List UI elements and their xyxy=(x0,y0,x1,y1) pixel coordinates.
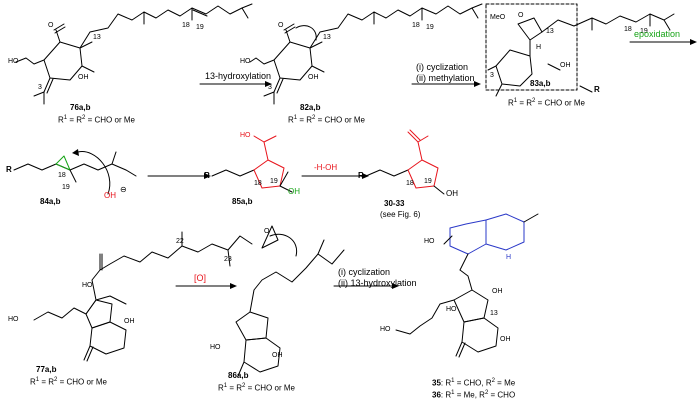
o-label-76: O xyxy=(48,22,54,29)
oh-label-30-33: OH xyxy=(446,189,458,198)
oxidation-arrow xyxy=(175,283,237,289)
n19-label-83: 19 xyxy=(640,28,648,35)
reaction-arrow-row2-a xyxy=(147,173,211,179)
n18-label-85: 18 xyxy=(254,180,262,187)
ho-label-76: HO xyxy=(8,58,19,65)
h-label-83: H xyxy=(536,44,542,51)
r-definition-82: R1 = R2 = CHO or Me xyxy=(288,115,365,125)
n3-label-83: 3 xyxy=(490,72,494,79)
ho-chain-label-77: HO xyxy=(8,316,19,323)
oh-label-35-top: OH xyxy=(492,288,503,295)
r-definition-83: R1 = R2 = CHO or Me xyxy=(508,98,585,108)
oh-label-82: OH xyxy=(308,74,319,81)
arrow3-label-line2: (ii) 13-hydroxylation xyxy=(338,278,417,288)
oh-label-76: OH xyxy=(78,74,89,81)
n18-label-84: 18 xyxy=(58,172,66,179)
r-definition-76: R1 = R2 = CHO or Me xyxy=(58,115,135,125)
n18-label-83: 18 xyxy=(624,26,632,33)
oh-label-77: OH xyxy=(124,318,135,325)
exo-double-bond-mark xyxy=(579,85,593,93)
reaction-arrow-2 xyxy=(411,81,481,87)
negative-charge: ⊖ xyxy=(120,185,127,194)
compound-definition-35: 35: R1 = CHO, R2 = Me xyxy=(432,378,516,388)
ho-label-35: HO xyxy=(424,238,435,245)
ho-label-77: HO xyxy=(82,282,93,289)
o-label-82: O xyxy=(278,22,284,29)
structure-82 xyxy=(249,3,483,105)
compound-definition-36: 36: R1 = Me, R2 = CHO xyxy=(432,390,516,400)
n19-label-85: 19 xyxy=(270,178,278,185)
compound-label-82: 82a,b xyxy=(300,103,321,112)
n22-label-77: 22 xyxy=(176,238,184,245)
compound-label-77: 77a,b xyxy=(36,365,57,374)
arrow1-label: 13-hydroxylation xyxy=(205,71,272,81)
dehydration-label: -H-OH xyxy=(314,163,338,172)
r-definition-86: R1 = R2 = CHO or Me xyxy=(218,383,295,393)
hydroxide-label: OH xyxy=(104,191,116,200)
r-definition-77: R1 = R2 = CHO or Me xyxy=(30,377,107,387)
n13-label-76: 13 xyxy=(93,34,101,41)
structure-35-36 xyxy=(395,213,539,358)
n3-label-76: 3 xyxy=(38,84,42,91)
compound-label-85: 85a,b xyxy=(232,197,253,206)
oh-label-86: OH xyxy=(272,352,283,359)
oh-label-35-bottom: OH xyxy=(500,336,511,343)
structure-83 xyxy=(487,13,675,97)
r-label-84: R xyxy=(6,165,12,174)
see-figure-note: (see Fig. 6) xyxy=(380,210,421,219)
n19-label-84: 19 xyxy=(62,184,70,191)
structure-77 xyxy=(33,231,253,362)
n23-label-77: 23 xyxy=(224,256,232,263)
n19-label-76: 19 xyxy=(196,24,204,31)
r-label-85: R xyxy=(204,171,210,180)
arrow3-label-line1: (i) cyclization xyxy=(338,267,391,277)
ho-label-82: HO xyxy=(240,58,251,65)
n18-label-76: 18 xyxy=(182,22,190,29)
reaction-arrow-1 xyxy=(199,81,272,87)
structure-30-33 xyxy=(365,129,445,195)
compound-label-83: 83a,b xyxy=(530,79,551,88)
structure-84 xyxy=(13,149,137,195)
compound-label-84: 84a,b xyxy=(40,197,61,206)
meo-label-83: MeO xyxy=(490,14,506,21)
arrow2-label-line2: (ii) methylation xyxy=(416,73,475,83)
oh-label-85: OH xyxy=(288,187,300,196)
compound-label-76: 76a,b xyxy=(70,103,91,112)
oxidation-label: [O] xyxy=(194,273,207,283)
n18-label-30-33: 18 xyxy=(406,180,414,187)
ho-label-85: HO xyxy=(240,132,251,139)
ho-label-35-ring: HO xyxy=(446,306,457,313)
o-label-86: O xyxy=(264,228,270,235)
o-label-83: O xyxy=(518,12,524,19)
h-label-35: H xyxy=(506,254,512,261)
r-label-30-33: R xyxy=(358,171,364,180)
r-group-label-83: R xyxy=(594,85,600,94)
epoxidation-label: epoxidation xyxy=(634,29,681,39)
structure-86 xyxy=(235,225,345,377)
n19-label-82: 19 xyxy=(426,24,434,31)
structure-85 xyxy=(211,135,293,193)
n18-label-82: 18 xyxy=(412,22,420,29)
reaction-arrow-3 xyxy=(333,283,399,289)
epoxidation-arrow xyxy=(629,39,697,45)
structure-76 xyxy=(15,3,253,105)
arrow2-label-line1: (i) cyclization xyxy=(416,62,469,72)
n13-label-82: 13 xyxy=(323,34,331,41)
n19-label-30-33: 19 xyxy=(424,178,432,185)
ho-label-86: HO xyxy=(210,344,221,351)
compound-label-30-33: 30-33 xyxy=(384,199,405,208)
n13-label-83: 13 xyxy=(546,28,554,35)
compound-label-86: 86a,b xyxy=(228,371,249,380)
n3-label-82: 3 xyxy=(268,84,272,91)
n13-label-35: 13 xyxy=(490,310,498,317)
highlight-box-83 xyxy=(485,3,578,91)
ho-chain-label-35: HO xyxy=(380,326,391,333)
oh-label-83: OH xyxy=(560,62,571,69)
